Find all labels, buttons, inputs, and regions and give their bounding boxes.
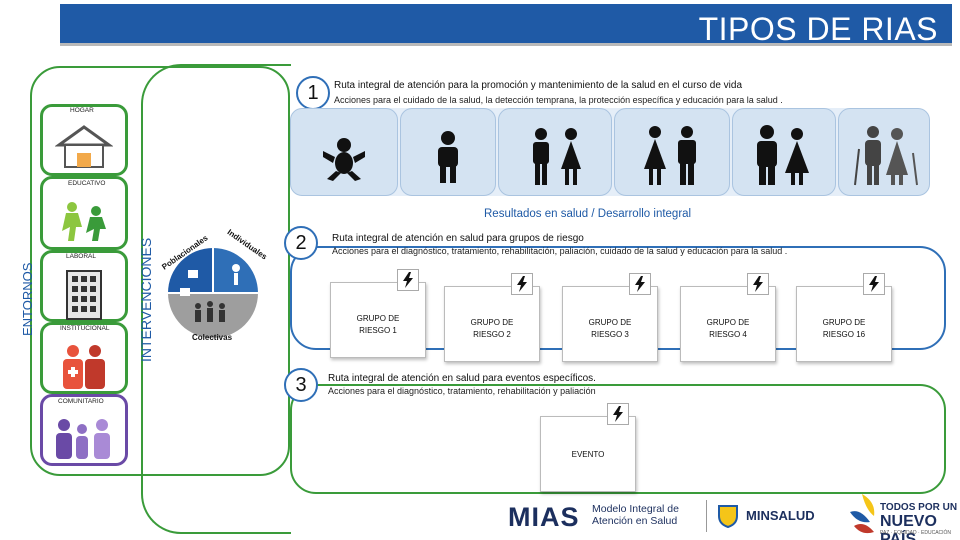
entorno-educativo-label: EDUCATIVO	[68, 180, 106, 187]
route-3-title: Ruta integral de atención en salud para …	[328, 373, 596, 384]
entorno-hogar[interactable]	[40, 104, 128, 176]
route-3-number: 3	[284, 368, 318, 402]
page-title: TIPOS DE RIAS	[698, 11, 938, 47]
nuevo-pais-line3: PAZ · EQUIDAD · EDUCACIÓN	[880, 530, 952, 536]
building-icon	[66, 270, 102, 320]
young-adults-icon	[644, 126, 696, 185]
header-bar: TIPOS DE RIAS	[60, 4, 952, 47]
health-workers-icon	[63, 345, 105, 389]
life-card-5[interactable]	[732, 108, 836, 196]
route-1-subtitle: Acciones para el cuidado de la salud, la…	[334, 95, 783, 105]
life-card-1[interactable]	[290, 108, 398, 196]
event-label: EVENTO	[571, 450, 605, 459]
minsalud-logo	[706, 500, 842, 532]
bolt-icon	[607, 403, 629, 425]
bolt-icon	[747, 273, 769, 295]
child-icon	[438, 131, 458, 183]
route-1-title: Ruta integral de atención para la promoc…	[334, 80, 743, 91]
nuevo-pais-line1: TODOS POR UN	[880, 502, 958, 513]
adults-icon	[757, 125, 809, 185]
route-2-subtitle: Acciones para el diagnóstico, tratamient…	[332, 246, 788, 256]
intervenciones-label: INTERVENCIONES	[138, 237, 154, 362]
children-walking-icon	[62, 202, 106, 241]
nuevo-pais-line2: NUEVO PAÍS	[880, 513, 937, 540]
bolt-icon	[863, 273, 885, 295]
nuevo-pais-emblem-icon	[850, 494, 875, 534]
intervenciones-pie	[168, 248, 258, 338]
entorno-laboral[interactable]	[40, 250, 128, 322]
baby-icon	[323, 138, 365, 181]
adolescents-icon	[533, 128, 581, 185]
bolt-icon	[629, 273, 651, 295]
mias-logo: MIAS	[508, 502, 580, 532]
route-3-frame	[290, 384, 946, 494]
event-box[interactable]: EVENTO	[540, 403, 636, 492]
route-3-subtitle: Acciones para el diagnóstico, tratamient…	[328, 386, 596, 396]
family-icon	[56, 419, 110, 459]
bolt-icon	[397, 269, 419, 291]
resultados-label: Resultados en salud / Desarrollo integra…	[484, 208, 692, 220]
house-icon	[55, 125, 113, 168]
coat-of-arms-icon	[718, 505, 738, 528]
bolt-icon	[511, 273, 533, 295]
pie-label-colectivas: Colectivas	[192, 333, 233, 342]
life-card-2[interactable]	[400, 108, 496, 196]
life-card-3[interactable]	[498, 108, 612, 196]
entorno-comunitario-label: COMUNITARIO	[58, 398, 104, 405]
entorno-comunitario[interactable]	[40, 394, 128, 466]
entorno-hogar-label: HOGAR	[70, 107, 94, 114]
route-2-number: 2	[284, 226, 318, 260]
route-2-title: Ruta integral de atención en salud para …	[332, 233, 584, 244]
entornos-label: ENTORNOS	[20, 262, 35, 336]
intervenciones-frame	[141, 64, 291, 534]
entornos-frame	[30, 66, 290, 476]
elderly-icon	[854, 126, 918, 186]
entorno-laboral-label: LABORAL	[66, 253, 96, 260]
entorno-educativo[interactable]	[40, 176, 128, 250]
route-1-number: 1	[296, 76, 330, 110]
entorno-institucional-label: INSTITUCIONAL	[60, 325, 110, 332]
life-card-6[interactable]	[838, 108, 930, 196]
life-card-4[interactable]	[614, 108, 730, 196]
entorno-institucional[interactable]	[40, 322, 128, 394]
minsalud-text: MINSALUD	[746, 508, 815, 523]
